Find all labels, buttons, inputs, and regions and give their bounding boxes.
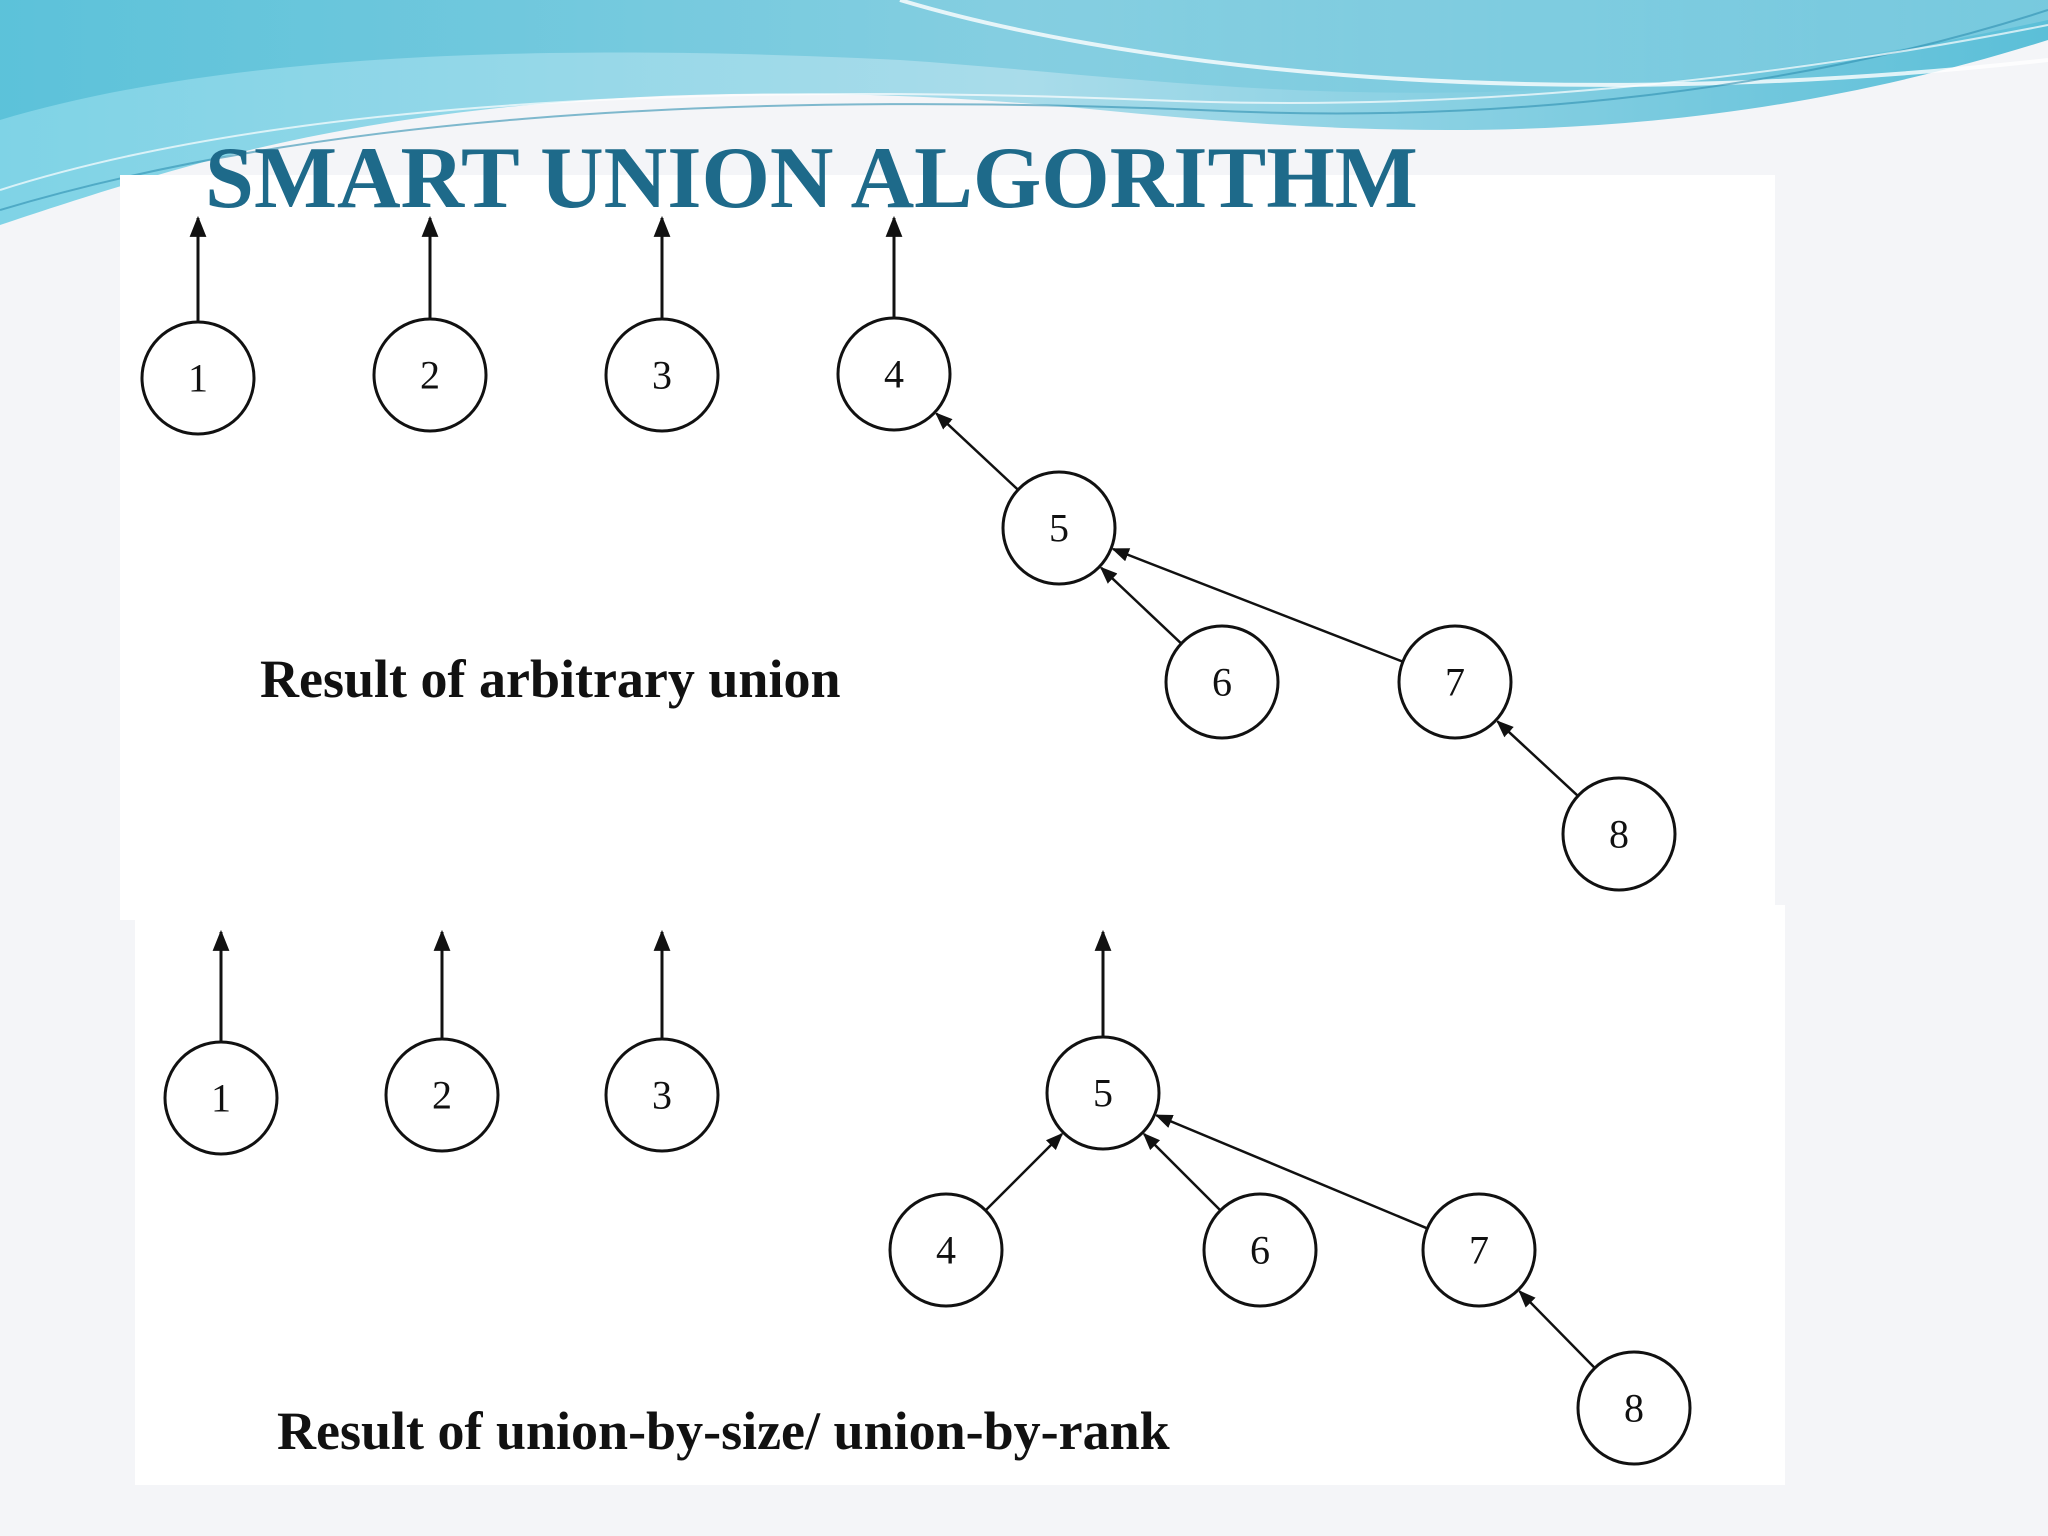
node-label-1: 1 xyxy=(211,1076,231,1121)
node-label-7: 7 xyxy=(1445,660,1465,705)
node-label-6: 6 xyxy=(1250,1228,1270,1273)
edge-8-to-7 xyxy=(1498,721,1578,796)
node-label-5: 5 xyxy=(1093,1071,1113,1116)
node-label-8: 8 xyxy=(1609,812,1629,857)
forest-by-size: 1 2 3 5 4 6 7 8 xyxy=(165,932,1690,1464)
forest-arbitrary: 1 2 3 4 5 6 7 8 xyxy=(142,218,1675,890)
node-label-4: 4 xyxy=(884,352,904,397)
node-label-5: 5 xyxy=(1049,506,1069,551)
node-label-8: 8 xyxy=(1624,1386,1644,1431)
node-label-2: 2 xyxy=(420,353,440,398)
node-label-6: 6 xyxy=(1212,660,1232,705)
node-label-3: 3 xyxy=(652,1073,672,1118)
node-label-4: 4 xyxy=(936,1228,956,1273)
slide-title: SMART UNION ALGORITHM xyxy=(205,128,1418,229)
edge-6-to-5 xyxy=(1101,568,1181,644)
edge-6-to-5 xyxy=(1144,1134,1220,1210)
edge-8-to-7 xyxy=(1520,1291,1595,1368)
node-label-1: 1 xyxy=(188,356,208,401)
edge-4-to-5 xyxy=(986,1134,1062,1210)
node-label-7: 7 xyxy=(1469,1228,1489,1273)
caption-union-by-size: Result of union-by-size/ union-by-rank xyxy=(277,1400,1170,1462)
node-label-3: 3 xyxy=(652,353,672,398)
edge-5-to-4 xyxy=(936,414,1018,490)
caption-arbitrary-union: Result of arbitrary union xyxy=(260,648,841,710)
node-label-2: 2 xyxy=(432,1073,452,1118)
